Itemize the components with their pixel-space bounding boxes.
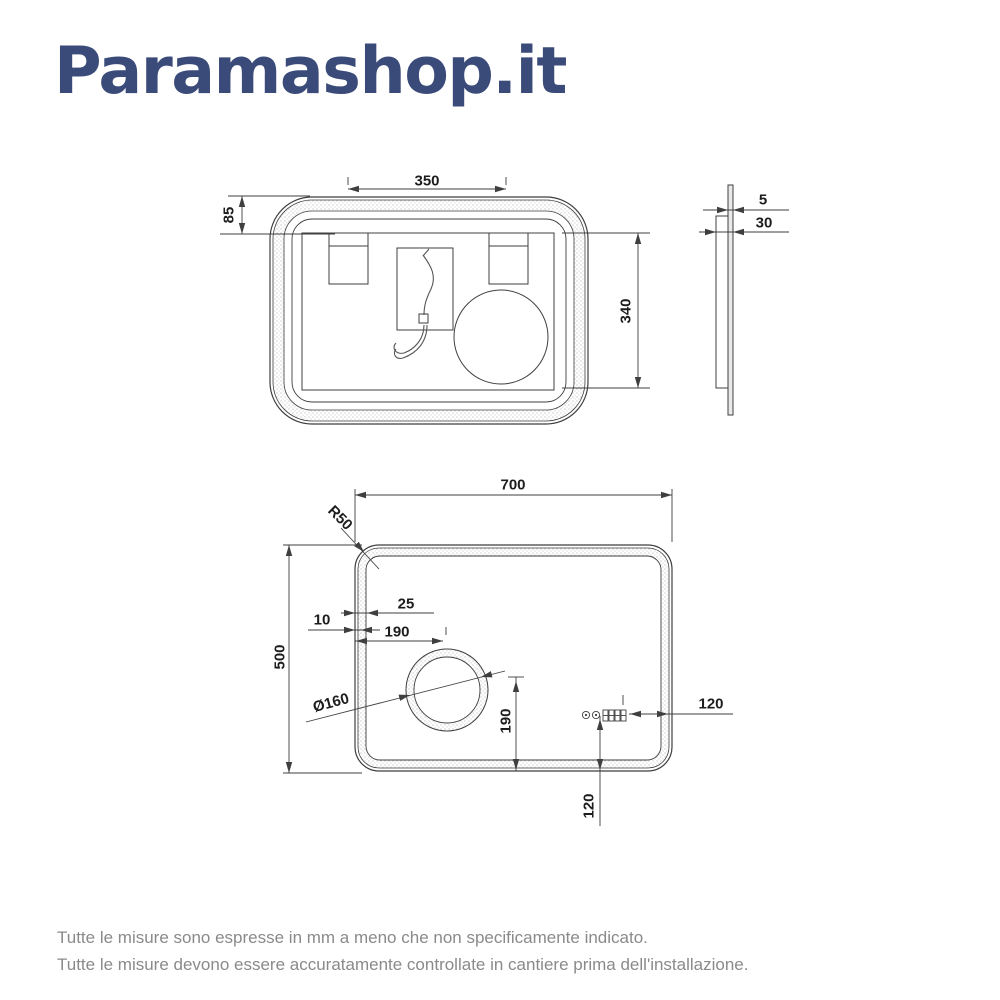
dim-340-label: 340 — [617, 298, 635, 324]
footer-note-check: Tutte le misure devono essere accuratame… — [57, 955, 749, 974]
dim-500-lines — [283, 544, 362, 774]
driver-box — [396, 247, 454, 331]
mounting-bracket-right — [488, 232, 529, 285]
dim-120h-lines — [622, 695, 733, 715]
backbox-profile — [715, 215, 728, 389]
dim-500-label: 500 — [271, 644, 289, 670]
dim-120v-label: 120 — [580, 793, 598, 819]
magnifier-outer — [405, 648, 489, 732]
dim-700-lines — [354, 489, 673, 542]
backplate — [301, 232, 555, 391]
side-profile-view — [699, 184, 789, 416]
rear-circle — [453, 289, 549, 385]
dim-5-label: 5 — [758, 191, 768, 209]
dim-25-label: 25 — [397, 595, 415, 613]
logo-text: Paramashop.it — [54, 34, 567, 109]
dim-190v-label: 190 — [497, 708, 515, 734]
touch-sensor-icons — [581, 710, 601, 720]
footer-note-units: Tutte le misure sono espresse in mm a me… — [57, 928, 648, 947]
dim-190h-label: 190 — [384, 623, 410, 641]
cable-connector — [418, 313, 429, 324]
dim-120h-label: 120 — [698, 695, 724, 713]
dim-10-label: 10 — [313, 611, 331, 629]
dim-30-label: 30 — [755, 214, 773, 232]
front-view — [283, 489, 733, 826]
power-cable — [393, 248, 434, 359]
dim-190h-lines — [355, 627, 447, 642]
dim-340-lines — [562, 232, 650, 389]
dim-700-label: 700 — [500, 476, 526, 494]
magnifier-inner — [413, 656, 481, 724]
mounting-bracket-left — [328, 232, 369, 285]
mirror-glass-profile — [727, 184, 734, 416]
rear-view — [220, 177, 650, 425]
clock-display-icon — [602, 709, 627, 722]
dim-85-label: 85 — [220, 206, 238, 224]
dim-190v-lines — [508, 676, 524, 771]
dim-350-label: 350 — [414, 172, 440, 190]
dim-350-lines — [347, 177, 507, 190]
